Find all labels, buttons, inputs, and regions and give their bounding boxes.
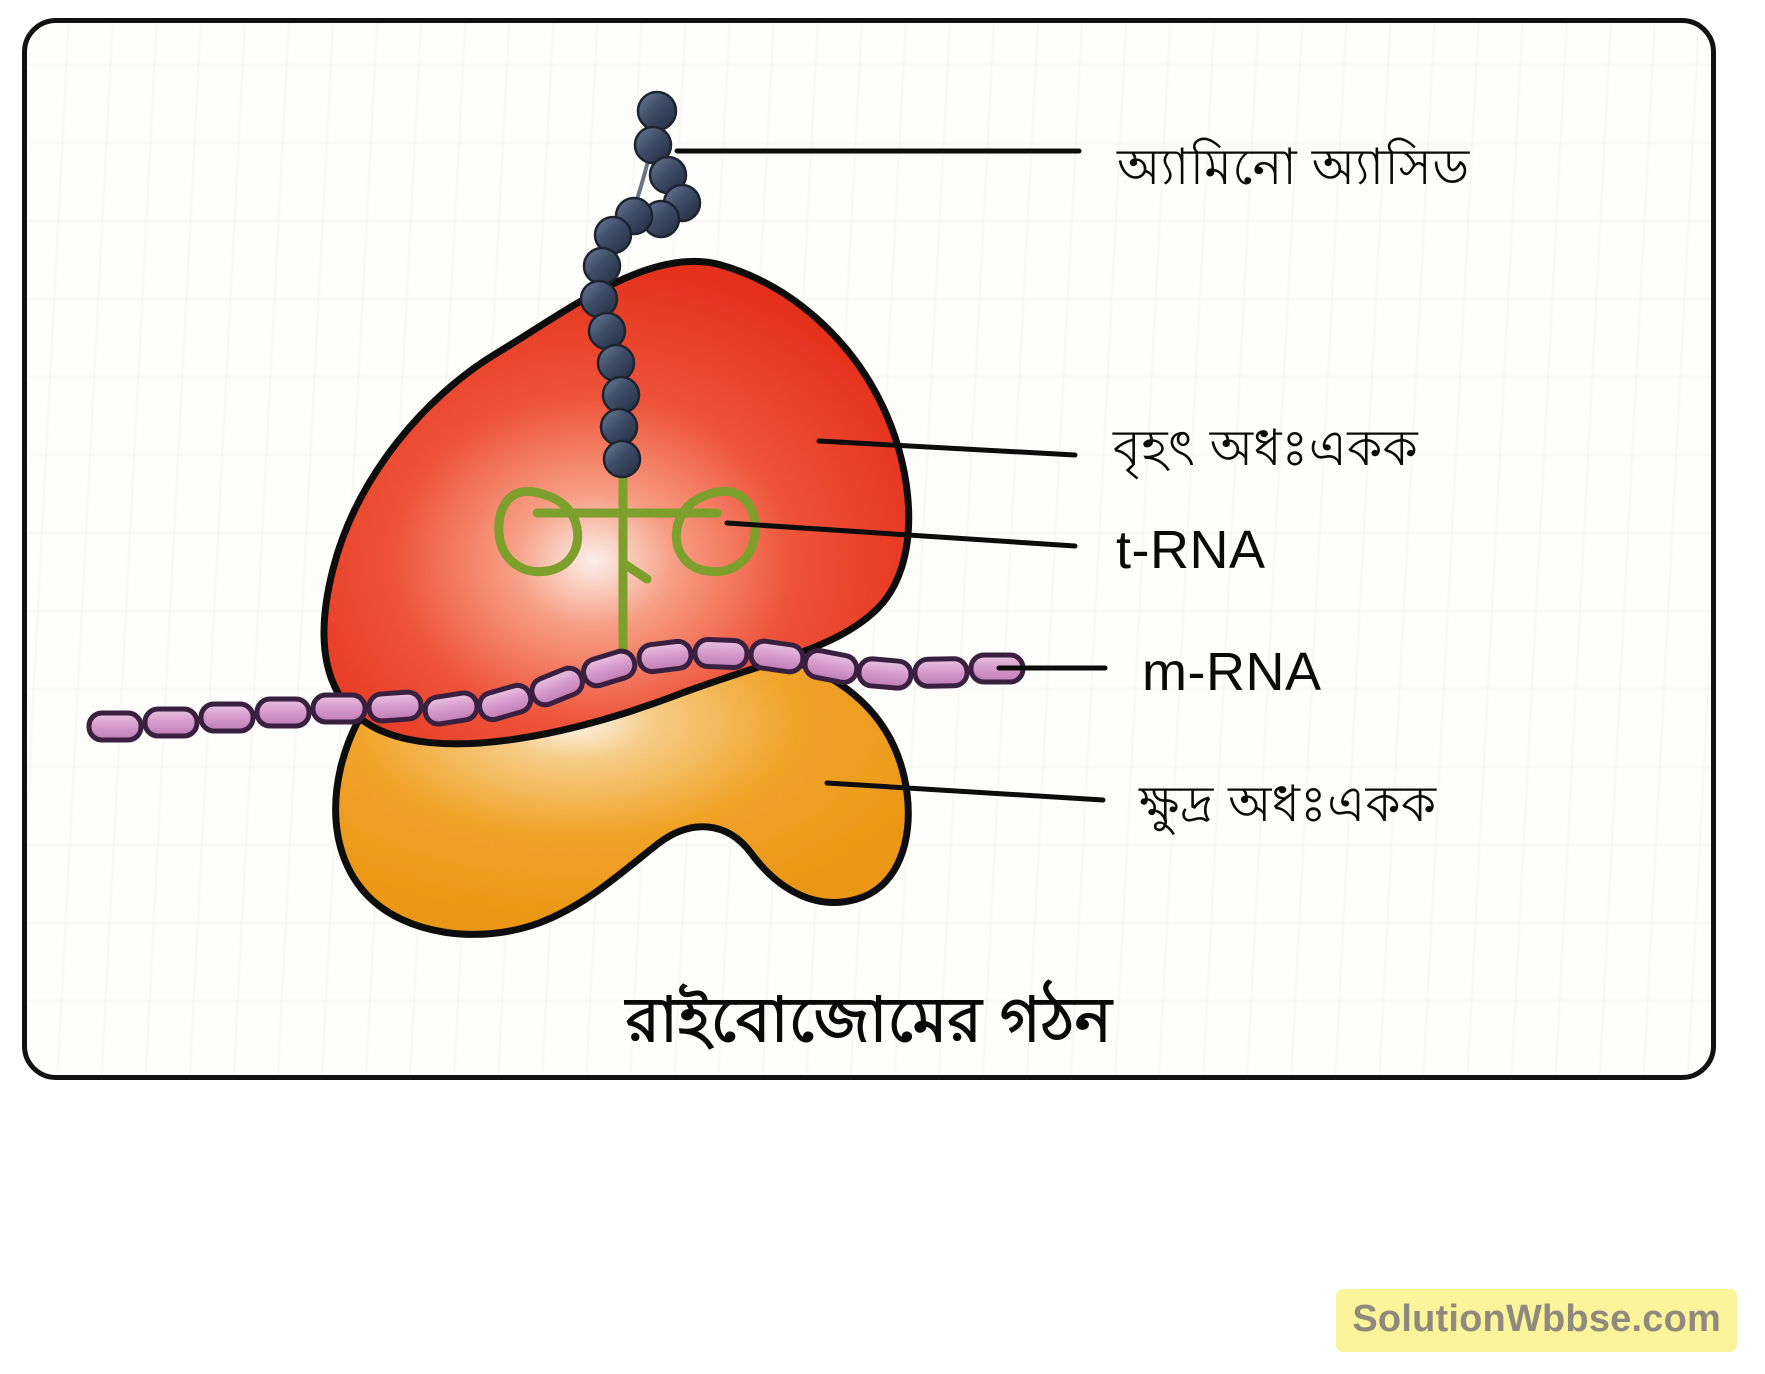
watermark-badge: SolutionWbbse.com: [1336, 1289, 1737, 1352]
leader-small: [824, 780, 1106, 803]
diagram-caption: রাইবোজোমের গঠন: [625, 986, 1113, 1055]
label-mrna: m-RNA: [1142, 642, 1322, 702]
label-small-subunit: ক্ষুদ্র অধঃএকক: [1139, 776, 1437, 832]
leader-large: [816, 438, 1078, 458]
amino-acid-chain: [579, 90, 702, 479]
label-trna: t-RNA: [1116, 520, 1266, 580]
trna-shape: [494, 448, 760, 676]
leader-trna: [724, 520, 1078, 549]
ribosome-artwork: [86, 90, 1108, 938]
label-amino-acid: অ্যামিনো অ্যাসিড: [1117, 139, 1470, 195]
label-large-subunit: বৃহৎ অধঃএকক: [1113, 420, 1419, 476]
ribosome-diagram: অ্যামিনো অ্যাসিড বৃহৎ অধঃএকক t-RNA m-RNA…: [27, 23, 1711, 1075]
diagram-frame: অ্যামিনো অ্যাসিড বৃহৎ অধঃএকক t-RNA m-RNA…: [22, 18, 1716, 1080]
leader-lines: [674, 148, 1108, 803]
